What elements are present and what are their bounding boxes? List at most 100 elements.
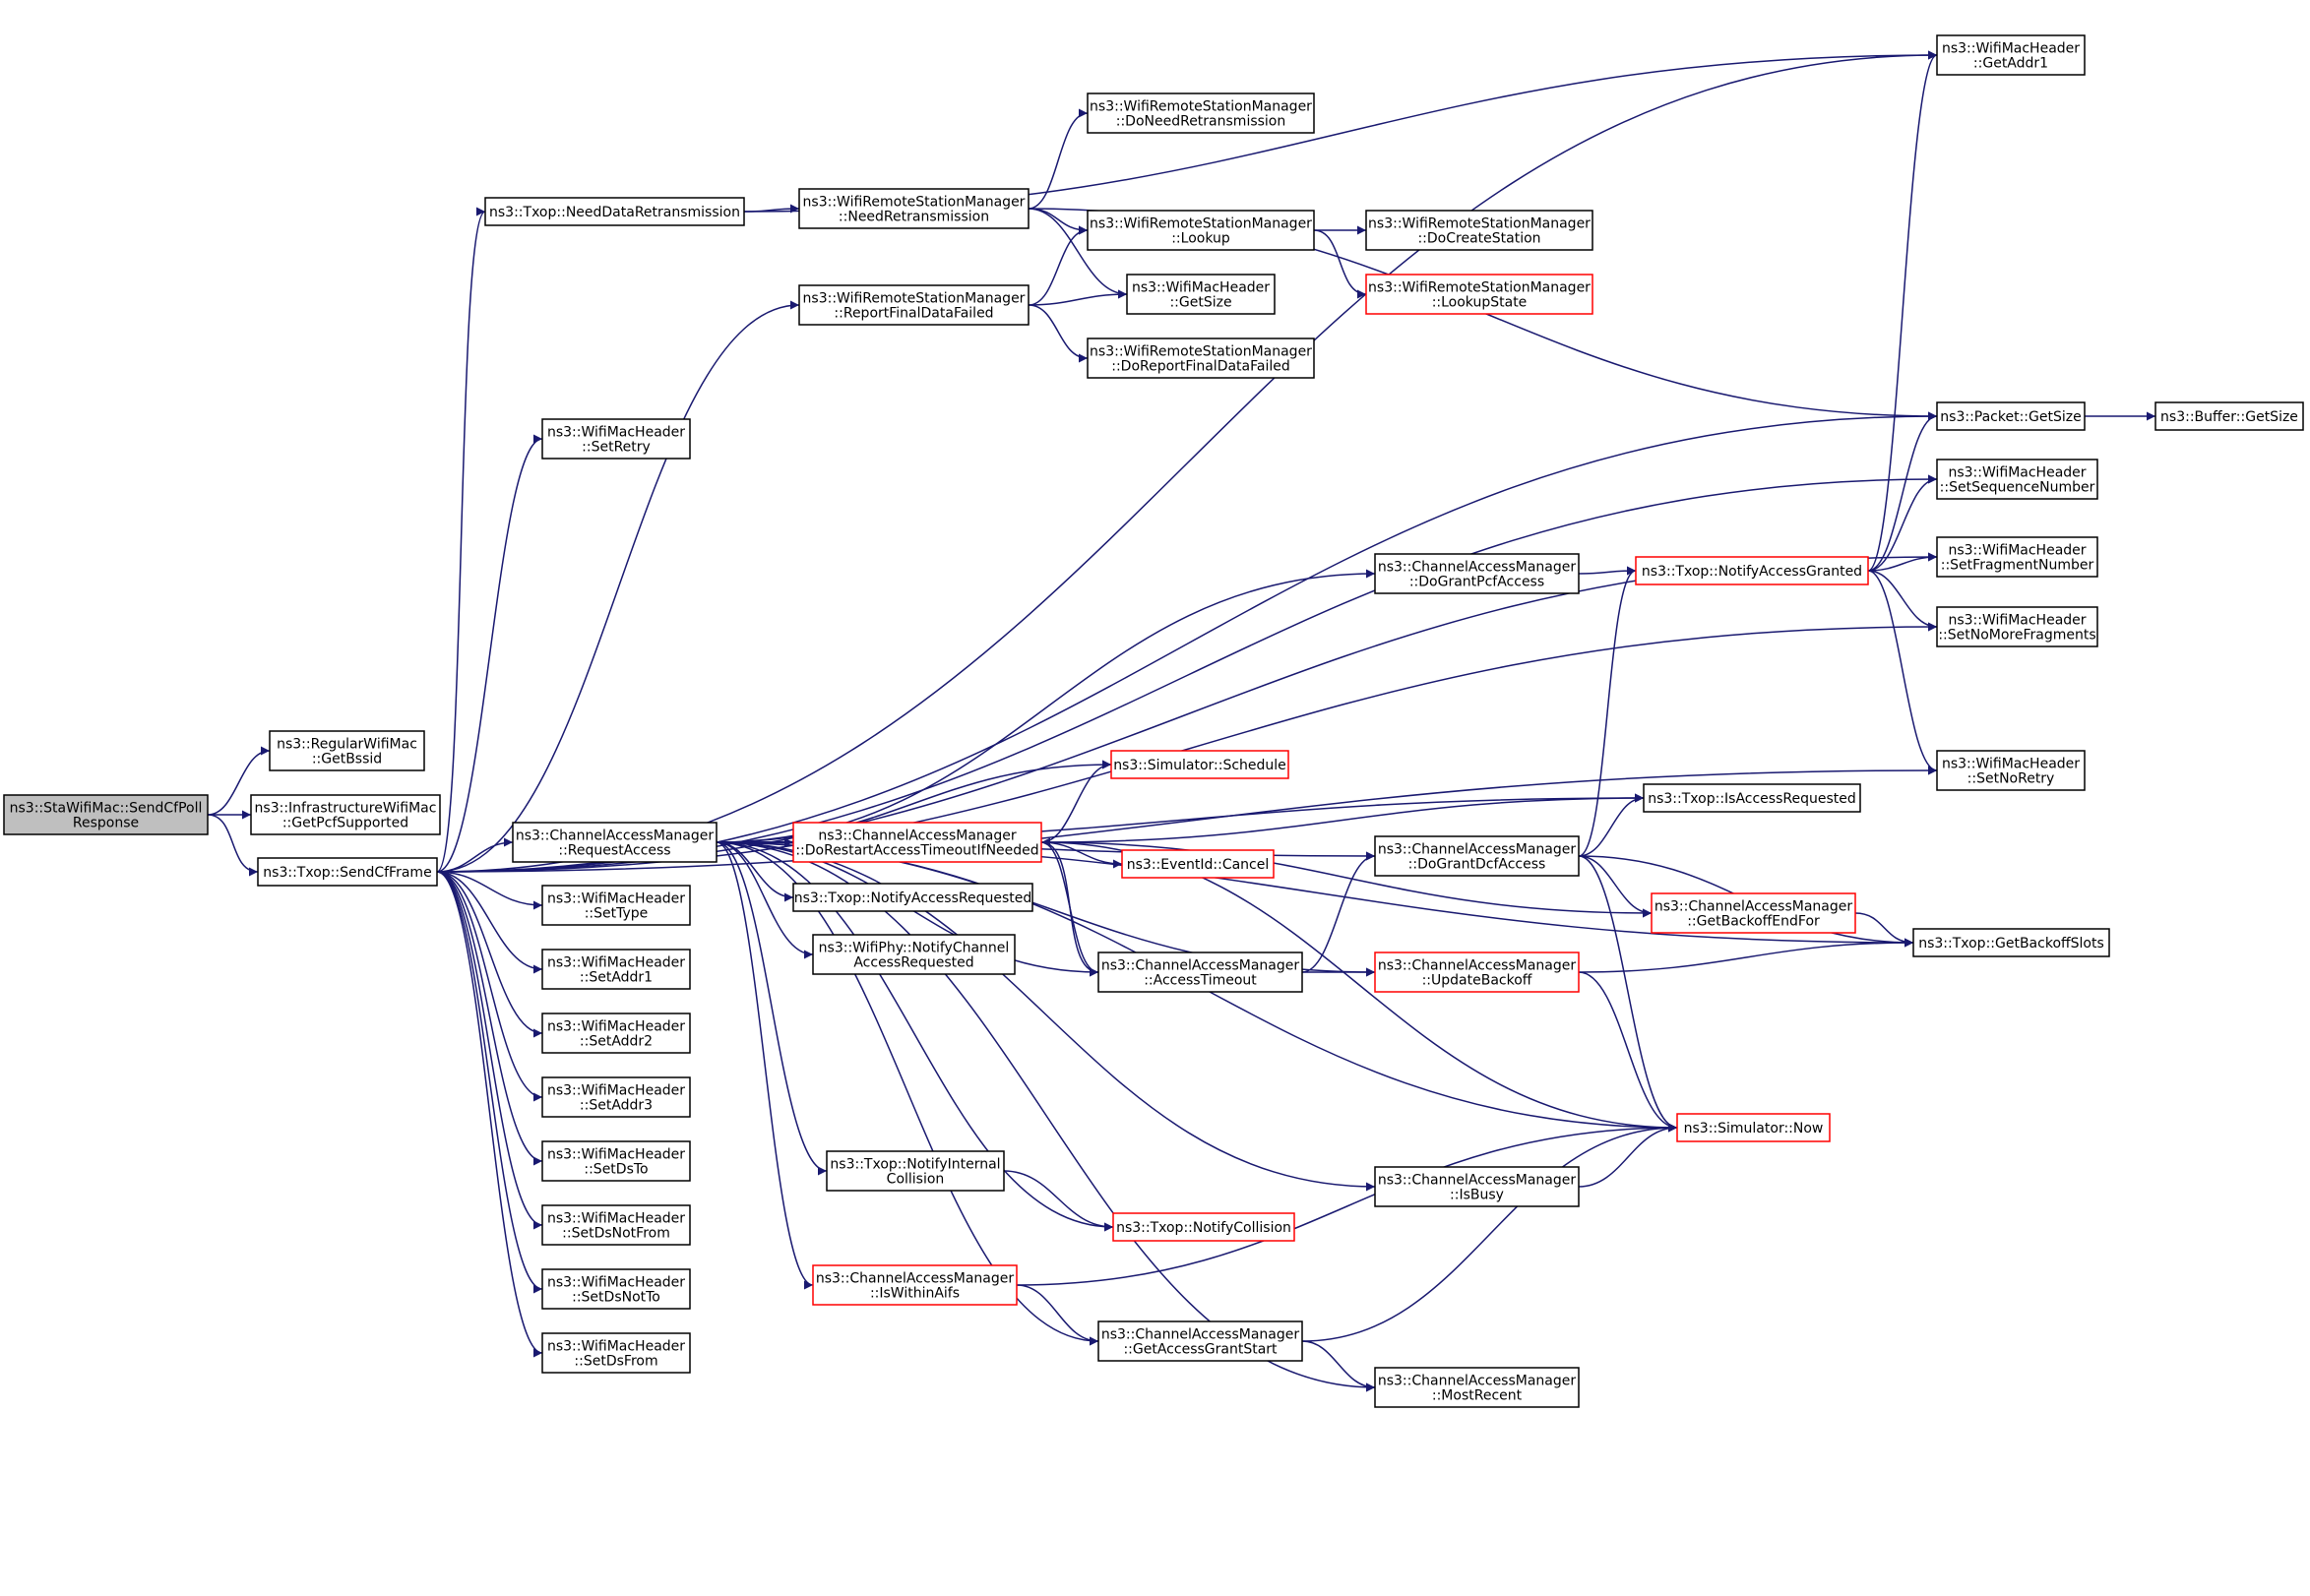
function-node-box <box>1651 892 1856 934</box>
call-edge-notifyinternal-to-notifycollision <box>1003 1170 1114 1232</box>
function-node-lookupstate[interactable]: ns3::WifiRemoteStationManager::LookupSta… <box>1365 274 1593 315</box>
function-node-accesstimeout[interactable]: ns3::ChannelAccessManager::AccessTimeout <box>1097 951 1303 993</box>
function-node-label: ns3::WifiMacHeader <box>1942 757 2080 772</box>
function-node-label: ns3::ChannelAccessManager <box>1101 1327 1300 1343</box>
function-node-setdsto[interactable]: ns3::WifiMacHeader::SetDsTo <box>541 1140 691 1182</box>
function-node-needretx[interactable]: ns3::WifiRemoteStationManager::NeedRetra… <box>798 188 1030 229</box>
function-node-label: ns3::Txop::NotifyInternal <box>830 1157 1000 1173</box>
function-node-box <box>541 1013 691 1054</box>
function-node-bufsize[interactable]: ns3::Buffer::GetSize <box>2154 401 2304 431</box>
call-edge-needdata-to-needretx <box>743 204 800 214</box>
function-node-getaddr1[interactable]: ns3::WifiMacHeader::GetAddr1 <box>1936 34 2086 76</box>
function-node-schedule[interactable]: ns3::Simulator::Schedule <box>1110 750 1289 779</box>
function-node-setdsfrom[interactable]: ns3::WifiMacHeader::SetDsFrom <box>541 1332 691 1374</box>
function-node-lookup[interactable]: ns3::WifiRemoteStationManager::Lookup <box>1087 210 1315 251</box>
function-node-label: ::SetFragmentNumber <box>1941 558 2094 574</box>
function-node-label: ::DoGrantDcfAccess <box>1408 857 1546 873</box>
call-edge-sendcf-to-reportfinal <box>436 300 800 873</box>
function-node-hdrgetsize[interactable]: ns3::WifiMacHeader::GetSize <box>1126 274 1276 315</box>
function-node-setaddr2[interactable]: ns3::WifiMacHeader::SetAddr2 <box>541 1013 691 1054</box>
call-edge-line <box>716 841 814 1290</box>
function-node-isbusy[interactable]: ns3::ChannelAccessManager::IsBusy <box>1374 1166 1580 1207</box>
function-node-iswithinaifs[interactable]: ns3::ChannelAccessManager::IsWithinAifs <box>812 1264 1018 1306</box>
function-node-box <box>541 1332 691 1374</box>
call-edge-sendcf-to-setaddr1 <box>436 871 543 974</box>
function-node-setaddr3[interactable]: ns3::WifiMacHeader::SetAddr3 <box>541 1076 691 1118</box>
function-node-mostrecent[interactable]: ns3::ChannelAccessManager::MostRecent <box>1374 1367 1580 1408</box>
function-node-getbackoffslots[interactable]: ns3::Txop::GetBackoffSlots <box>1912 928 2110 957</box>
call-edge-line <box>743 50 1938 213</box>
function-node-label: ::UpdateBackoff <box>1422 973 1532 989</box>
function-node-setfrag[interactable]: ns3::WifiMacHeader::SetFragmentNumber <box>1936 536 2098 578</box>
function-node-box <box>1936 750 2086 791</box>
call-edge-line <box>1028 208 1089 235</box>
function-node-label: ::GetAccessGrantStart <box>1123 1342 1278 1358</box>
function-node-dograntdcf[interactable]: ns3::ChannelAccessManager::DoGrantDcfAcc… <box>1374 835 1580 877</box>
call-edge-line <box>1301 851 1376 973</box>
function-node-label: ::GetSize <box>1169 295 1231 311</box>
function-node-doneed[interactable]: ns3::WifiRemoteStationManager::DoNeedRet… <box>1087 92 1315 134</box>
call-edge-line <box>1028 225 1089 306</box>
function-node-docreate[interactable]: ns3::WifiRemoteStationManager::DoCreateS… <box>1365 210 1593 251</box>
function-node-setseq[interactable]: ns3::WifiMacHeader::SetSequenceNumber <box>1936 459 2098 500</box>
function-node-label: Collision <box>887 1172 945 1188</box>
call-edge-line <box>436 871 543 910</box>
function-node-dograntpcf[interactable]: ns3::ChannelAccessManager::DoGrantPcfAcc… <box>1374 553 1580 594</box>
function-node-label: ::SetAddr1 <box>580 970 653 986</box>
function-node-getbssid[interactable]: ns3::RegularWifiMac::GetBssid <box>269 730 425 771</box>
function-node-setnomore[interactable]: ns3::WifiMacHeader::SetNoMoreFragments <box>1936 606 2098 647</box>
function-node-box <box>541 885 691 926</box>
function-node-updatebackoff[interactable]: ns3::ChannelAccessManager::UpdateBackoff <box>1374 951 1580 993</box>
function-node-label: ns3::WifiMacHeader <box>1132 280 1270 296</box>
function-node-box <box>1374 1166 1580 1207</box>
function-node-cancel[interactable]: ns3::EventId::Cancel <box>1121 849 1275 879</box>
function-node-setretry[interactable]: ns3::WifiMacHeader::SetRetry <box>541 418 691 460</box>
function-node-box <box>1936 34 2086 76</box>
function-node-sendcf[interactable]: ns3::Txop::SendCfFrame <box>257 857 438 887</box>
function-node-label: ns3::WifiRemoteStationManager <box>803 291 1026 307</box>
call-edge-sendcf-to-settype <box>436 871 543 910</box>
function-node-now[interactable]: ns3::Simulator::Now <box>1676 1113 1831 1142</box>
function-node-box <box>1936 459 2098 500</box>
function-node-notifygranted[interactable]: ns3::Txop::NotifyAccessGranted <box>1635 556 1869 585</box>
function-node-label: ns3::StaWifiMac::SendCfPoll <box>10 801 203 817</box>
function-node-label: ::NeedRetransmission <box>839 210 989 225</box>
call-edge-sendcf-to-requestaccess <box>436 837 514 873</box>
function-node-phynotify[interactable]: ns3::WifiPhy::NotifyChannelAccessRequest… <box>812 934 1016 975</box>
function-node-requestaccess[interactable]: ns3::ChannelAccessManager::RequestAccess <box>512 822 718 863</box>
function-node-label: ns3::WifiMacHeader <box>547 1147 685 1163</box>
call-edge-line <box>1867 411 1938 572</box>
function-node-label: ::ReportFinalDataFailed <box>834 306 993 322</box>
function-node-label: ns3::Txop::SendCfFrame <box>263 865 431 881</box>
function-node-getaccessgrant[interactable]: ns3::ChannelAccessManager::GetAccessGran… <box>1097 1320 1303 1362</box>
call-edge-line <box>716 841 1376 1392</box>
function-node-label: ::IsBusy <box>1450 1188 1504 1203</box>
function-node-label: ns3::Txop::NotifyCollision <box>1116 1220 1291 1236</box>
call-edge-dograntpcf-to-notifygranted <box>1578 566 1637 576</box>
function-node-needdata[interactable]: ns3::Txop::NeedDataRetransmission <box>484 197 745 226</box>
function-node-setaddr1[interactable]: ns3::WifiMacHeader::SetAddr1 <box>541 949 691 990</box>
function-node-settype[interactable]: ns3::WifiMacHeader::SetType <box>541 885 691 926</box>
function-node-notifycollision[interactable]: ns3::Txop::NotifyCollision <box>1112 1212 1295 1242</box>
function-node-pktsize[interactable]: ns3::Packet::GetSize <box>1936 401 2086 431</box>
function-node-setnoretry[interactable]: ns3::WifiMacHeader::SetNoRetry <box>1936 750 2086 791</box>
function-node-reportfinal[interactable]: ns3::WifiRemoteStationManager::ReportFin… <box>798 284 1030 326</box>
call-edge-line <box>1578 855 1653 918</box>
function-node-box <box>541 1268 691 1310</box>
function-node-label: ns3::Txop::GetBackoffSlots <box>1918 936 2104 951</box>
function-node-getbackoffend[interactable]: ns3::ChannelAccessManager::GetBackoffEnd… <box>1651 892 1856 934</box>
function-node-setdsnotto[interactable]: ns3::WifiMacHeader::SetDsNotTo <box>541 1268 691 1310</box>
function-node-label: ns3::Simulator::Schedule <box>1113 758 1286 773</box>
function-node-box <box>826 1150 1005 1192</box>
function-node-dorestart[interactable]: ns3::ChannelAccessManager::DoRestartAcce… <box>792 822 1042 863</box>
function-node-doreport[interactable]: ns3::WifiRemoteStationManager::DoReportF… <box>1087 338 1315 379</box>
function-node-setdsnotfrom[interactable]: ns3::WifiMacHeader::SetDsNotFrom <box>541 1204 691 1246</box>
function-node-label: ns3::WifiRemoteStationManager <box>1368 216 1591 232</box>
function-node-isaccessreq[interactable]: ns3::Txop::IsAccessRequested <box>1643 783 1861 813</box>
function-node-getpcf[interactable]: ns3::InfrastructureWifiMac::GetPcfSuppor… <box>250 794 441 835</box>
function-node-notifyaccessreq[interactable]: ns3::Txop::NotifyAccessRequested <box>792 883 1033 912</box>
function-node-label: ns3::WifiRemoteStationManager <box>1090 99 1312 115</box>
function-node-label: ns3::WifiRemoteStationManager <box>1090 216 1312 232</box>
